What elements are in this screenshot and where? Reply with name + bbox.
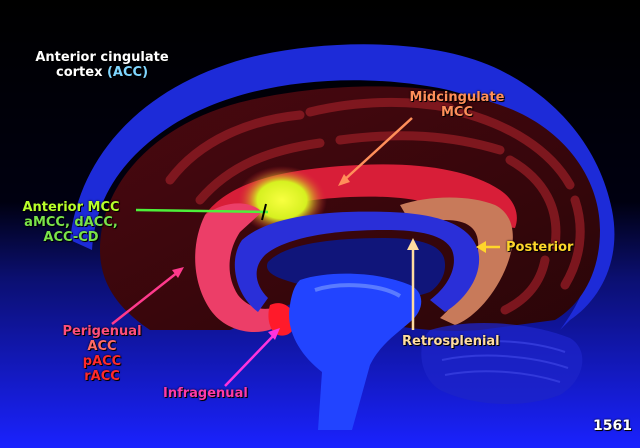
perigenual-acc: ACC xyxy=(87,339,117,354)
anterior-mcc-sub1: aMCC, dACC, xyxy=(24,215,118,230)
gyri-ridges xyxy=(165,97,585,315)
corpus-callosum xyxy=(234,211,480,312)
midcingulate-line1: Midcingulate xyxy=(409,90,505,105)
acc-title-line1: Anterior cingulate xyxy=(35,50,169,65)
midcingulate-arrow xyxy=(341,117,413,183)
perigenual-label: Perigenual ACC pACC rACC xyxy=(52,324,152,384)
midcingulate-label: Midcingulate MCC xyxy=(392,90,522,120)
anterior-mcc-sub2: ACC-CD xyxy=(43,230,99,245)
anterior-mcc-title: Anterior MCC xyxy=(22,200,120,215)
acc-title: Anterior cingulate cortex (ACC) xyxy=(22,50,182,80)
perigenual-arrow xyxy=(111,271,179,325)
midcingulate-arrowhead xyxy=(338,174,350,186)
acc-title-line2: cortex (ACC) xyxy=(22,65,182,80)
slide-number: 1561 xyxy=(593,418,632,434)
midcingulate-line2: MCC xyxy=(440,105,474,120)
posterior-arrowhead xyxy=(476,241,486,253)
brainstem xyxy=(289,273,422,430)
fornix-arc xyxy=(314,283,402,298)
anterior-mcc-pointer xyxy=(135,208,269,214)
annotation-arrows xyxy=(111,117,500,387)
retrosplenial-arrowhead xyxy=(407,238,419,250)
anterior-mcc-label: Anterior MCC aMCC, dACC, ACC-CD xyxy=(6,200,136,245)
infragenual-region xyxy=(268,303,296,336)
retrosplenial-label: Retrosplenial xyxy=(402,334,500,349)
infragenual-arrowhead xyxy=(268,328,280,340)
perigenual-pacc: pACC xyxy=(82,354,122,369)
perigenual-region xyxy=(195,203,285,333)
perigenual-racc: rACC xyxy=(84,369,120,384)
perigenual-arrowhead xyxy=(172,267,184,278)
acc-title-prefix: cortex xyxy=(55,65,103,80)
perigenual-title: Perigenual xyxy=(62,324,142,339)
infragenual-arrow xyxy=(224,333,276,387)
infragenual-label: Infragenual xyxy=(163,386,248,401)
posterior-cingulate xyxy=(400,197,513,325)
acc-title-abbr: (ACC) xyxy=(106,65,149,80)
anterior-mcc-tick xyxy=(261,203,267,221)
cerebellum-folia xyxy=(441,340,569,383)
posterior-label: Posterior xyxy=(506,240,574,255)
